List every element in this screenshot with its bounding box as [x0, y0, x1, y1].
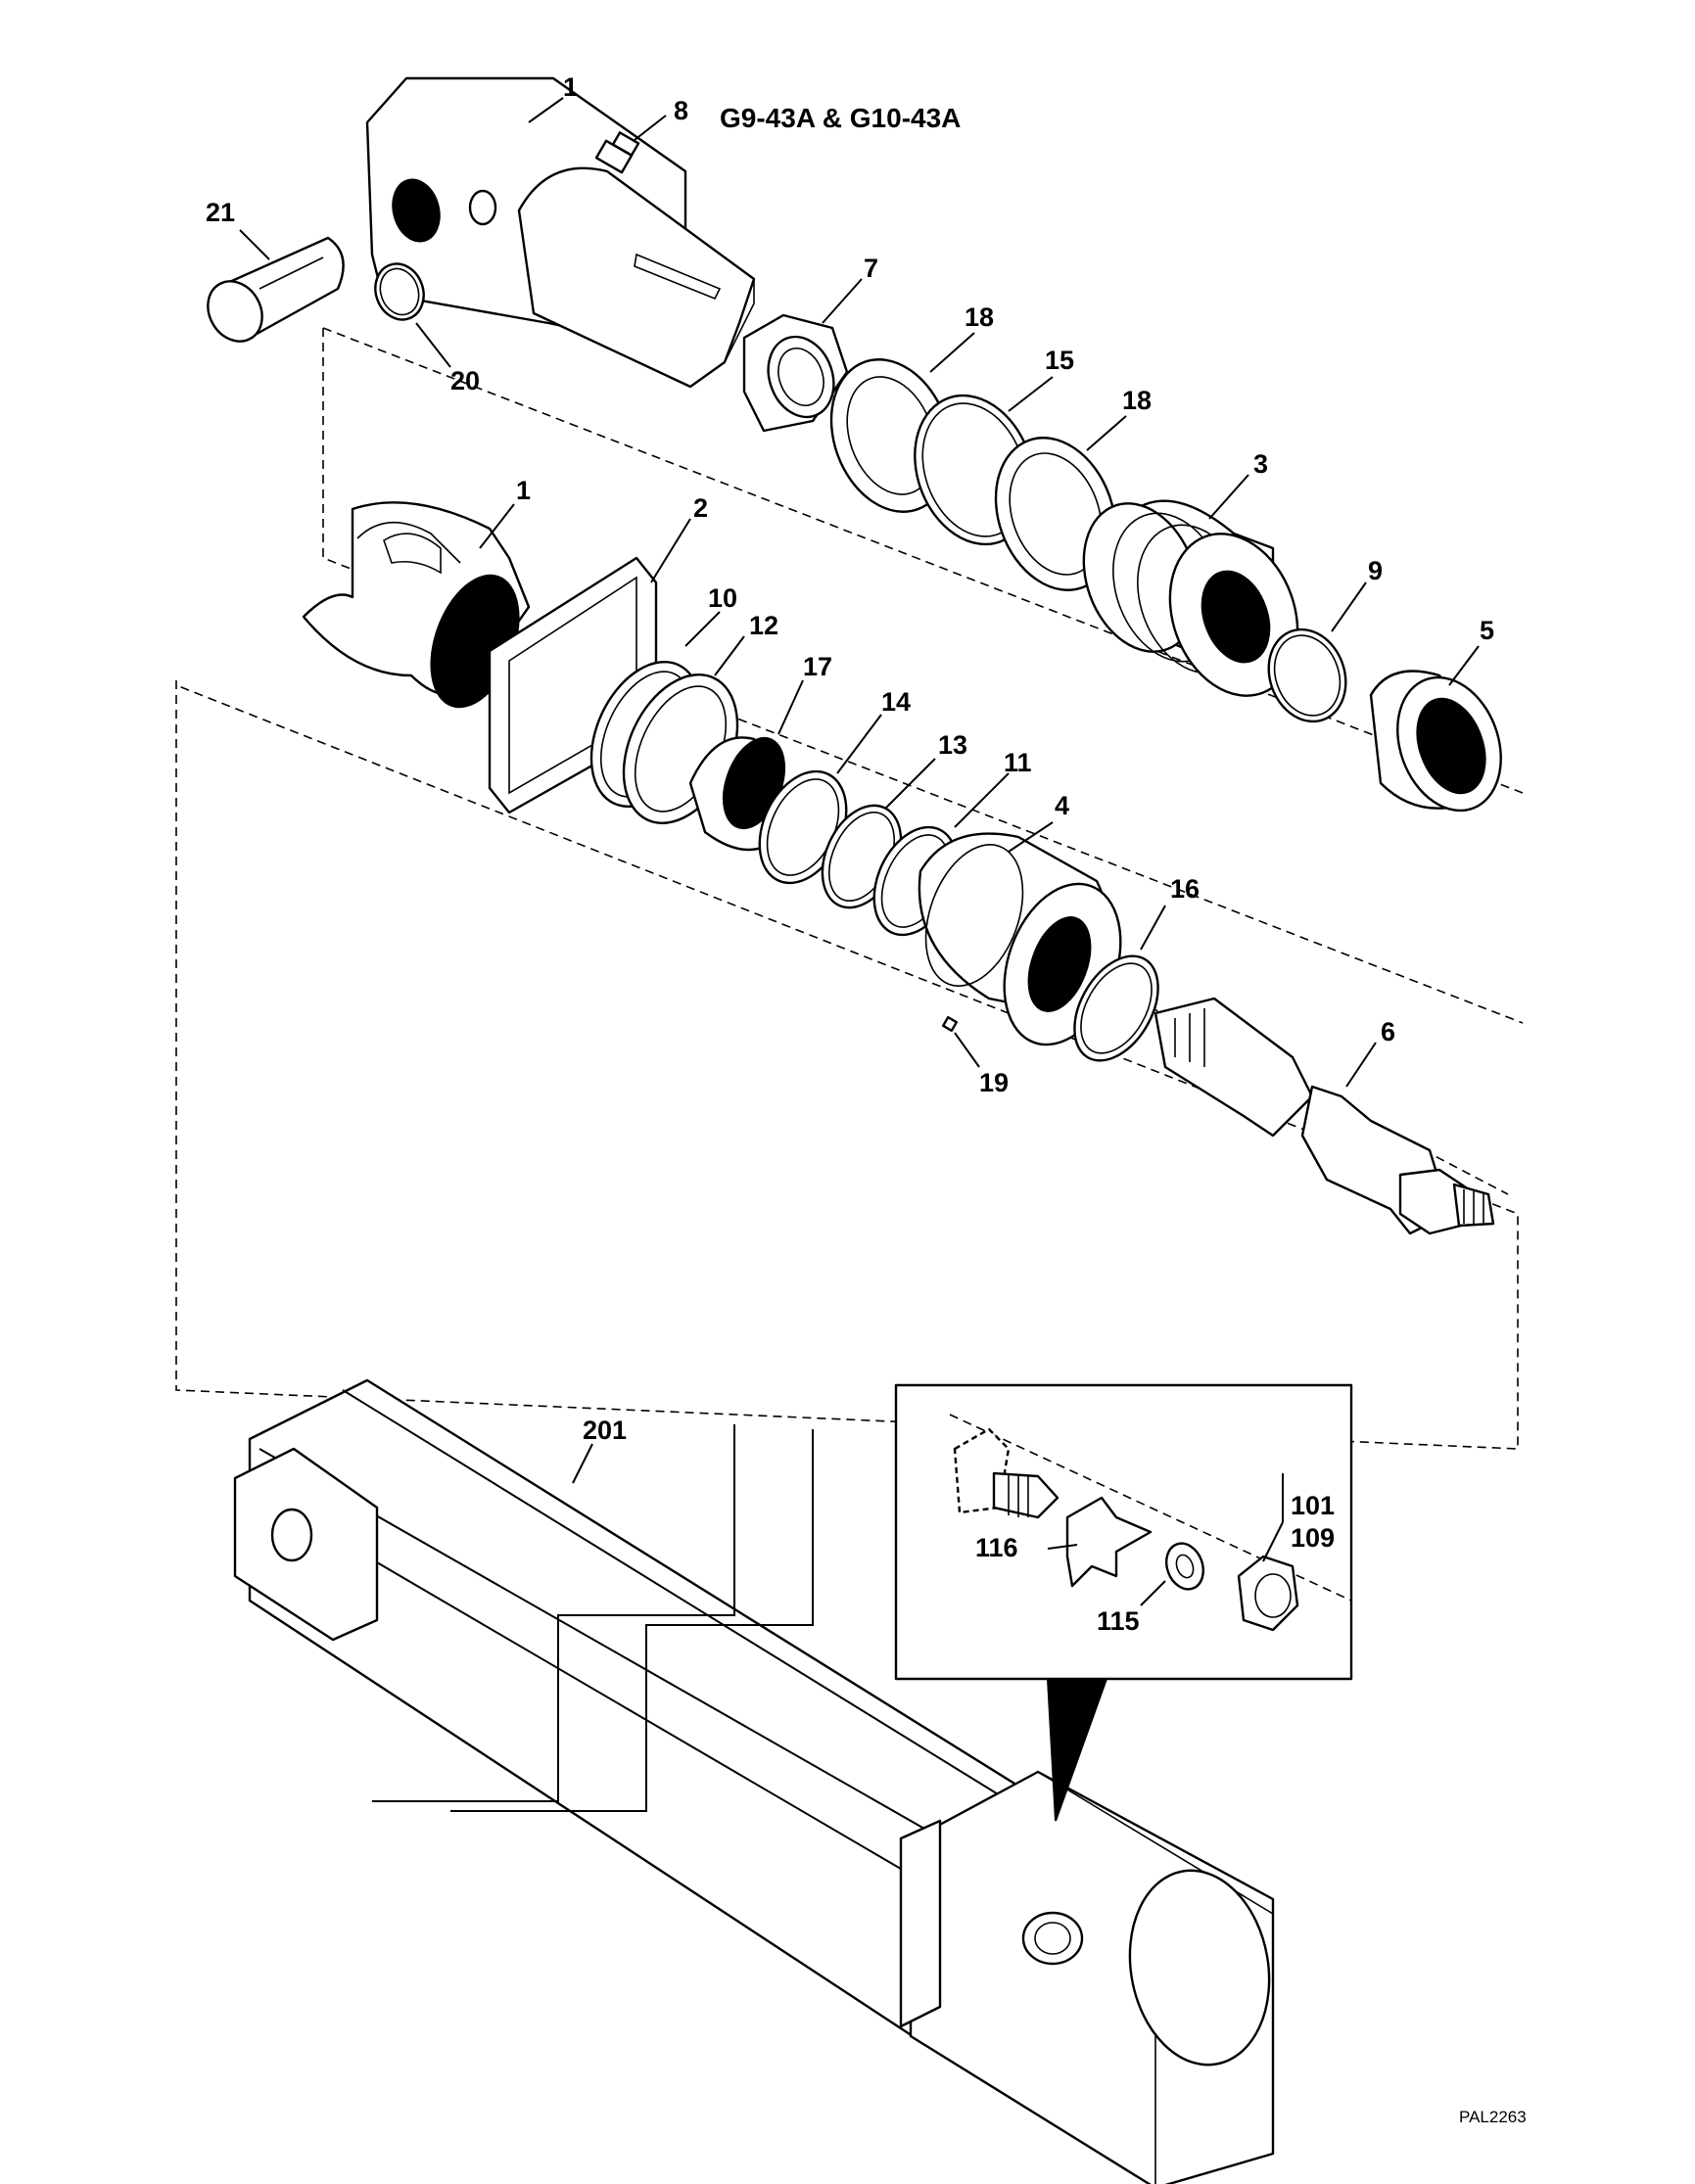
callout-14: 14: [881, 687, 911, 717]
callout-1-section: 1: [516, 476, 531, 505]
diagram-title: G9-43A & G10-43A: [720, 103, 961, 133]
leader-lines: [239, 97, 1480, 1606]
o-ring: [1267, 627, 1347, 723]
bushing: [688, 736, 786, 852]
callout-20: 20: [450, 366, 480, 395]
o-ring-16: [1073, 954, 1159, 1062]
callout-8: 8: [674, 96, 688, 125]
snap-ring: [374, 262, 425, 321]
callout-2: 2: [693, 493, 708, 523]
callout-201: 201: [583, 1416, 627, 1445]
callout-3: 3: [1253, 449, 1268, 479]
grease-fitting: [594, 115, 667, 174]
callout-101: 101: [1291, 1491, 1335, 1520]
callout-116: 116: [975, 1533, 1018, 1562]
spacer: [1369, 670, 1502, 813]
cylinder-barrel-top: [365, 76, 756, 389]
steel-ball: [941, 1015, 959, 1033]
callout-17: 17: [803, 652, 832, 681]
callout-21: 21: [206, 198, 235, 227]
callout-4: 4: [1055, 791, 1069, 820]
callout-18-second: 18: [1122, 386, 1152, 415]
callout-12: 12: [749, 611, 778, 640]
callout-19: 19: [979, 1068, 1009, 1097]
pin: [207, 236, 345, 343]
detail-inset: [894, 1383, 1353, 1822]
callout-7: 7: [864, 254, 878, 283]
callout-1-top: 1: [563, 72, 578, 102]
hex-nut: [742, 313, 849, 433]
callout-10: 10: [708, 583, 737, 613]
piston: [1082, 499, 1299, 697]
callout-11: 11: [1004, 748, 1032, 777]
callout-18-first: 18: [965, 302, 994, 332]
callout-13: 13: [938, 730, 967, 760]
callout-5: 5: [1480, 616, 1494, 645]
callout-16: 16: [1170, 874, 1200, 904]
callout-9: 9: [1368, 556, 1383, 585]
callout-109: 109: [1291, 1523, 1335, 1553]
break-lines: [372, 1424, 814, 1812]
callout-15: 15: [1045, 346, 1074, 375]
figure-code: PAL2263: [1459, 2108, 1527, 2126]
callout-6: 6: [1381, 1017, 1395, 1046]
piston-rod: [1154, 997, 1495, 1235]
gland: [918, 832, 1122, 1046]
callout-115: 115: [1097, 1606, 1140, 1636]
